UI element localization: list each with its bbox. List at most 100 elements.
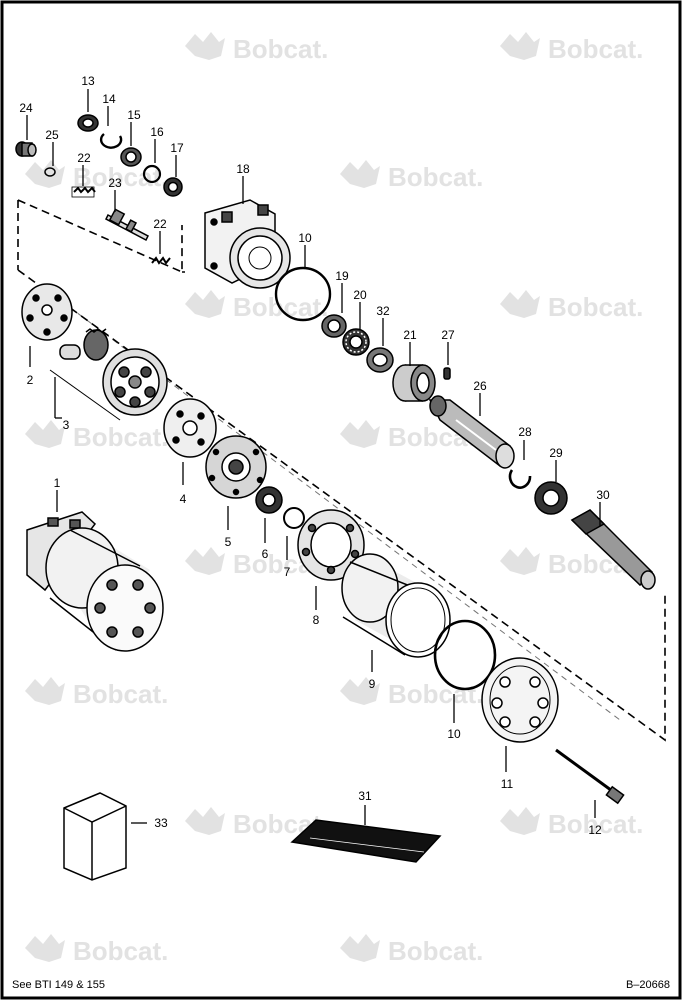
- watermark: Bobcat.: [340, 160, 483, 192]
- bobcat-logo-icon: [500, 547, 540, 575]
- parts-layer: [15, 114, 656, 881]
- part-10-oring-upper: [274, 266, 332, 322]
- part-33-kit-box: [63, 792, 127, 881]
- part-30-splined-shaft: [570, 509, 656, 590]
- svg-text:Bobcat.: Bobcat.: [388, 936, 483, 966]
- part-22-spring-upper: [71, 186, 96, 198]
- part-20-thrust-bearing: [342, 328, 370, 356]
- part-17-seal: [163, 177, 183, 197]
- bobcat-logo-icon: [25, 420, 65, 448]
- bobcat-logo-icon: [340, 934, 380, 962]
- part-25-oring: [44, 167, 56, 177]
- callout-2: 2: [27, 373, 34, 387]
- part-16-oring: [142, 164, 162, 184]
- bobcat-logo-icon: [185, 290, 225, 318]
- callout-10-upper: 10: [298, 231, 312, 245]
- part-21-needle-bearing: [392, 364, 436, 402]
- bobcat-logo-icon: [500, 290, 540, 318]
- svg-text:Bobcat.: Bobcat.: [73, 422, 168, 452]
- callout-13: 13: [81, 74, 95, 88]
- part-24-plug: [15, 141, 37, 157]
- svg-text:Bobcat.: Bobcat.: [73, 679, 168, 709]
- svg-text:Bobcat.: Bobcat.: [388, 679, 483, 709]
- watermark: Bobcat.: [500, 807, 643, 839]
- svg-text:Bobcat.: Bobcat.: [548, 809, 643, 839]
- callout-12: 12: [588, 823, 602, 837]
- part-2-end-plate: [21, 283, 73, 341]
- callout-30: 30: [596, 488, 610, 502]
- callout-27: 27: [441, 328, 455, 342]
- callout-19: 19: [335, 269, 349, 283]
- callout-20: 20: [353, 288, 367, 302]
- part-23-valve-spool: [105, 208, 149, 242]
- bobcat-logo-icon: [25, 677, 65, 705]
- bobcat-logo-icon: [500, 32, 540, 60]
- bobcat-logo-icon: [500, 807, 540, 835]
- callout-22-upper: 22: [77, 151, 91, 165]
- part-8-manifold: [297, 509, 365, 581]
- svg-text:Bobcat.: Bobcat.: [548, 34, 643, 64]
- watermark: Bobcat.: [500, 290, 643, 322]
- callout-31: 31: [358, 789, 372, 803]
- bobcat-logo-icon: [340, 677, 380, 705]
- part-gerotor-set: [102, 348, 168, 416]
- assembly-dashed-line: [17, 199, 666, 742]
- part-19-washer: [321, 314, 347, 338]
- callout-24: 24: [19, 101, 33, 115]
- watermark: Bobcat.: [340, 934, 483, 966]
- part-11-end-cap: [481, 657, 559, 743]
- bobcat-logo-icon: [340, 160, 380, 188]
- callout-3: 3: [63, 418, 70, 432]
- callout-21: 21: [403, 328, 417, 342]
- leader-lines: [26, 89, 601, 825]
- part-5-valve-plate: [205, 435, 267, 499]
- svg-text:Bobcat.: Bobcat.: [548, 292, 643, 322]
- part-32-washer: [366, 347, 394, 373]
- part-6-bearing: [255, 486, 283, 514]
- bobcat-logo-icon: [185, 807, 225, 835]
- part-13-seal: [77, 114, 99, 132]
- callout-16: 16: [150, 125, 164, 139]
- part-15-washer: [120, 147, 142, 167]
- callout-26: 26: [473, 379, 487, 393]
- part-27-key: [443, 367, 451, 380]
- watermark-layer: Bobcat. Bobcat. Bobcat. Bobcat. Bobcat. …: [25, 32, 643, 966]
- bobcat-logo-icon: [25, 934, 65, 962]
- callout-28: 28: [518, 425, 532, 439]
- part-3-drive-link: [49, 328, 121, 421]
- part-31-decal: [290, 819, 442, 863]
- callout-10-lower: 10: [447, 727, 461, 741]
- bobcat-logo-icon: [185, 547, 225, 575]
- callout-1: 1: [54, 476, 61, 490]
- figure-code: B–20668: [626, 979, 670, 991]
- svg-text:Bobcat.: Bobcat.: [233, 34, 328, 64]
- callout-18: 18: [236, 162, 250, 176]
- callout-29: 29: [549, 446, 563, 460]
- watermark: Bobcat.: [25, 420, 168, 452]
- part-28-snap-ring: [508, 469, 532, 489]
- part-4-wear-plate: [163, 398, 217, 458]
- watermark: Bobcat.: [185, 32, 328, 64]
- part-26-output-shaft: [428, 395, 515, 469]
- part-7-oring: [283, 507, 305, 529]
- callout-5: 5: [225, 535, 232, 549]
- callout-14: 14: [102, 92, 116, 106]
- callout-labels: 13 14 15 16 17 24 25 22 23 22 18 10 19 2…: [19, 74, 610, 837]
- callout-8: 8: [313, 613, 320, 627]
- part-9-housing-sleeve: [341, 553, 451, 658]
- callout-17: 17: [170, 141, 184, 155]
- callout-7: 7: [284, 565, 291, 579]
- bobcat-logo-icon: [340, 420, 380, 448]
- part-12-bolt: [555, 748, 625, 805]
- callout-6: 6: [262, 547, 269, 561]
- bobcat-logo-icon: [185, 32, 225, 60]
- footer-reference: See BTI 149 & 155: [12, 979, 105, 991]
- callout-15: 15: [127, 108, 141, 122]
- svg-text:Bobcat.: Bobcat.: [73, 936, 168, 966]
- callout-25: 25: [45, 128, 59, 142]
- callout-22-lower: 22: [153, 217, 167, 231]
- callout-33: 33: [154, 816, 168, 830]
- part-14-snap-ring: [99, 133, 123, 149]
- callout-4: 4: [180, 492, 187, 506]
